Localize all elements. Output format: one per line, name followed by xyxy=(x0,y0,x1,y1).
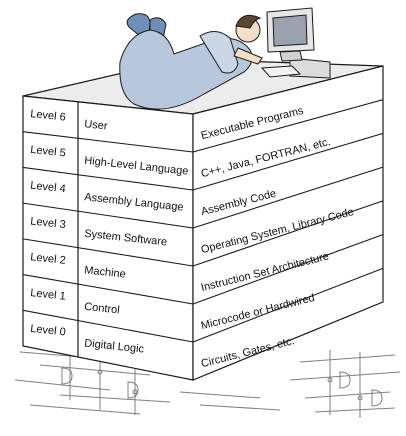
row-separator xyxy=(22,309,194,343)
level-label: Level 0 xyxy=(30,323,67,339)
level-label: Level 1 xyxy=(30,287,67,303)
row-separator xyxy=(192,166,384,229)
block-right-face xyxy=(192,65,384,381)
level-label: Level 6 xyxy=(30,108,67,124)
block-body xyxy=(22,65,384,381)
level-label: Level 5 xyxy=(30,144,67,160)
row-separator xyxy=(22,202,194,229)
circuit-floor-illustration xyxy=(14,345,401,418)
row-separator xyxy=(192,200,384,267)
computer-illustration xyxy=(260,7,331,79)
person-illustration xyxy=(119,13,263,110)
level-name: Control xyxy=(84,301,121,317)
row-separator xyxy=(192,99,384,153)
row-separator xyxy=(22,238,194,267)
level-name: Machine xyxy=(84,264,127,280)
row-separator xyxy=(192,267,384,343)
level-label: Level 4 xyxy=(30,180,67,196)
row-separator xyxy=(22,166,194,191)
level-label: Level 3 xyxy=(30,215,67,231)
level-name: User xyxy=(84,118,109,132)
row-separator xyxy=(22,274,194,305)
row-separator xyxy=(22,131,194,153)
row-separator-lines xyxy=(22,99,384,343)
row-separator xyxy=(192,234,384,305)
level-label: Level 2 xyxy=(30,251,67,267)
row-separator xyxy=(192,132,384,191)
